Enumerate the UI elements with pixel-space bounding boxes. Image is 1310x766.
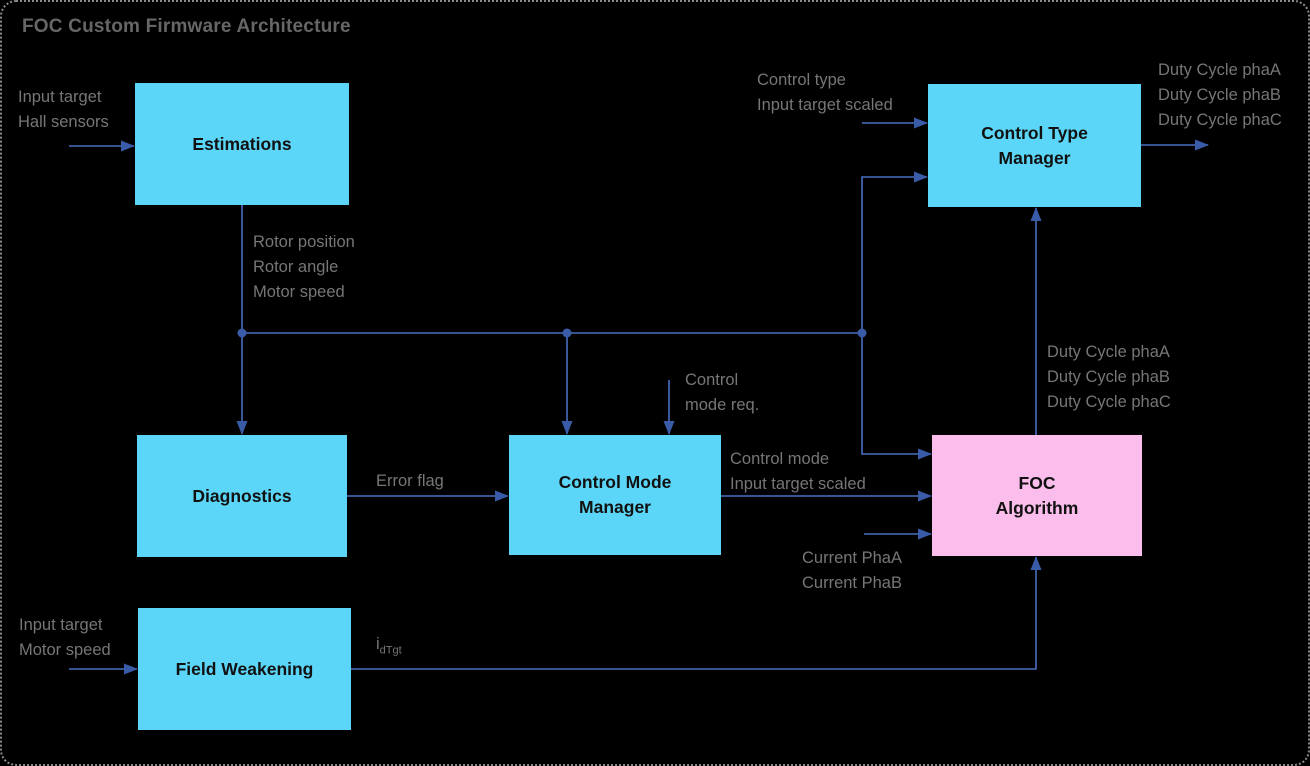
idtgt-label: idTgt — [376, 632, 402, 663]
flow-label-line: Error flag — [376, 472, 444, 490]
edge-fw-to-foc — [351, 556, 1042, 670]
flow-label-line: Input target scaled — [730, 475, 866, 493]
flow-label-line: Control type — [757, 71, 846, 89]
flow-label-line: Duty Cycle phaA — [1047, 343, 1170, 361]
block-label-line: FOC — [1018, 472, 1056, 493]
block-label-line: Control Type — [981, 122, 1088, 143]
flow-label-line: Rotor position — [253, 233, 355, 251]
flow-label-line: Motor speed — [253, 283, 345, 301]
block-diagnostics: Diagnostics — [137, 435, 347, 557]
flow-label-line: Control mode — [730, 450, 830, 468]
junction-dot — [237, 328, 247, 338]
flow-label-line: Input target scaled — [757, 96, 893, 114]
flow-label-line: Duty Cycle phaB — [1158, 86, 1281, 104]
flow-label-line: Duty Cycle phaC — [1158, 111, 1282, 129]
block-label-line: Estimations — [192, 133, 292, 154]
flow-label-line: Duty Cycle phaB — [1047, 368, 1170, 386]
block-field-weakening: Field Weakening — [138, 608, 351, 730]
block-label-line: Algorithm — [995, 497, 1079, 518]
flow-label-text: i — [376, 635, 380, 653]
block-label-line: Control Mode — [558, 472, 672, 492]
page-title: FOC Custom Firmware Architecture — [22, 16, 351, 37]
junction-dot — [857, 328, 867, 338]
current-phases-label: Current PhaA Current PhaB — [802, 546, 902, 596]
edge-bus-to-control-type-manager — [861, 171, 928, 333]
flow-label-line: Control — [685, 371, 739, 389]
flow-label-line: mode req. — [685, 396, 760, 414]
junction-dot — [562, 328, 572, 338]
flow-label-line: Motor speed — [19, 641, 111, 659]
block-label-line: Manager — [579, 497, 651, 517]
error-flag-label: Error flag — [376, 469, 444, 494]
flow-label-line: Input target — [18, 88, 102, 106]
block-estimations: Estimations — [135, 83, 349, 205]
flow-label-line: Duty Cycle phaA — [1158, 61, 1281, 79]
flow-label-line: Input target — [19, 616, 103, 634]
block-foc-algorithm: FOC Algorithm — [932, 435, 1142, 556]
flow-label-subscript: dTgt — [379, 644, 402, 657]
block-label-line: Diagnostics — [192, 485, 292, 506]
flow-label-line: Rotor angle — [253, 258, 339, 276]
flow-label-line: Current PhaA — [802, 549, 902, 567]
control-mode-req-label: Control mode req. — [685, 368, 759, 418]
flow-label-line: Current PhaB — [802, 574, 902, 592]
flow-label-line: Duty Cycle phaC — [1047, 393, 1171, 411]
block-label-line: Manager — [998, 147, 1071, 168]
duty-cycle-output-label: Duty Cycle phaA Duty Cycle phaB Duty Cycle… — [1158, 58, 1282, 133]
flow-label-line: Hall sensors — [18, 113, 109, 131]
edge-bus-to-foc — [861, 333, 932, 460]
block-label-line: Field Weakening — [175, 658, 314, 679]
duty-cycle-foc-label: Duty Cycle phaA Duty Cycle phaB Duty Cycle… — [1047, 340, 1171, 415]
